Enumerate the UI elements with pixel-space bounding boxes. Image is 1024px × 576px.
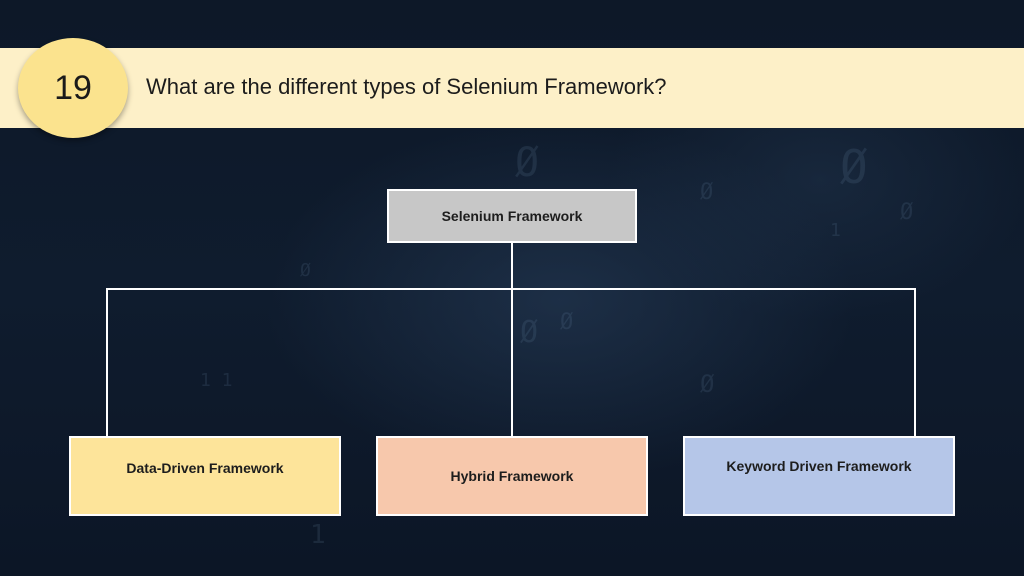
background-glyph: 1 1 — [200, 370, 233, 391]
background-glyph: Ø — [560, 310, 574, 335]
background-glyph: Ø — [700, 180, 714, 205]
root-node-selenium-framework: Selenium Framework — [387, 189, 637, 243]
background-glyph: Ø — [700, 370, 715, 398]
background-glyph: 1 — [310, 520, 326, 550]
background-glyph: Ø — [840, 140, 868, 194]
child-node-label: Hybrid Framework — [450, 468, 574, 484]
child-node-label: Keyword Driven Framework — [726, 458, 912, 474]
child-node-data-driven: Data-Driven Framework — [69, 436, 341, 516]
background-glyph: 1 — [830, 220, 841, 241]
background-glyph: Ø — [520, 315, 539, 350]
slide-number: 19 — [54, 68, 92, 107]
child-node-keyword-driven: Keyword Driven Framework — [683, 436, 955, 516]
background-glyph: Ø — [300, 260, 311, 281]
child-node-hybrid: Hybrid Framework — [376, 436, 648, 516]
slide-number-badge: 19 — [18, 38, 128, 138]
child-node-label: Data-Driven Framework — [126, 460, 284, 476]
background-glyph: Ø — [900, 200, 914, 225]
background-glyph: Ø — [515, 140, 540, 186]
root-node-label: Selenium Framework — [441, 208, 583, 224]
title-band — [0, 48, 1024, 128]
slide-title: What are the different types of Selenium… — [146, 74, 667, 99]
